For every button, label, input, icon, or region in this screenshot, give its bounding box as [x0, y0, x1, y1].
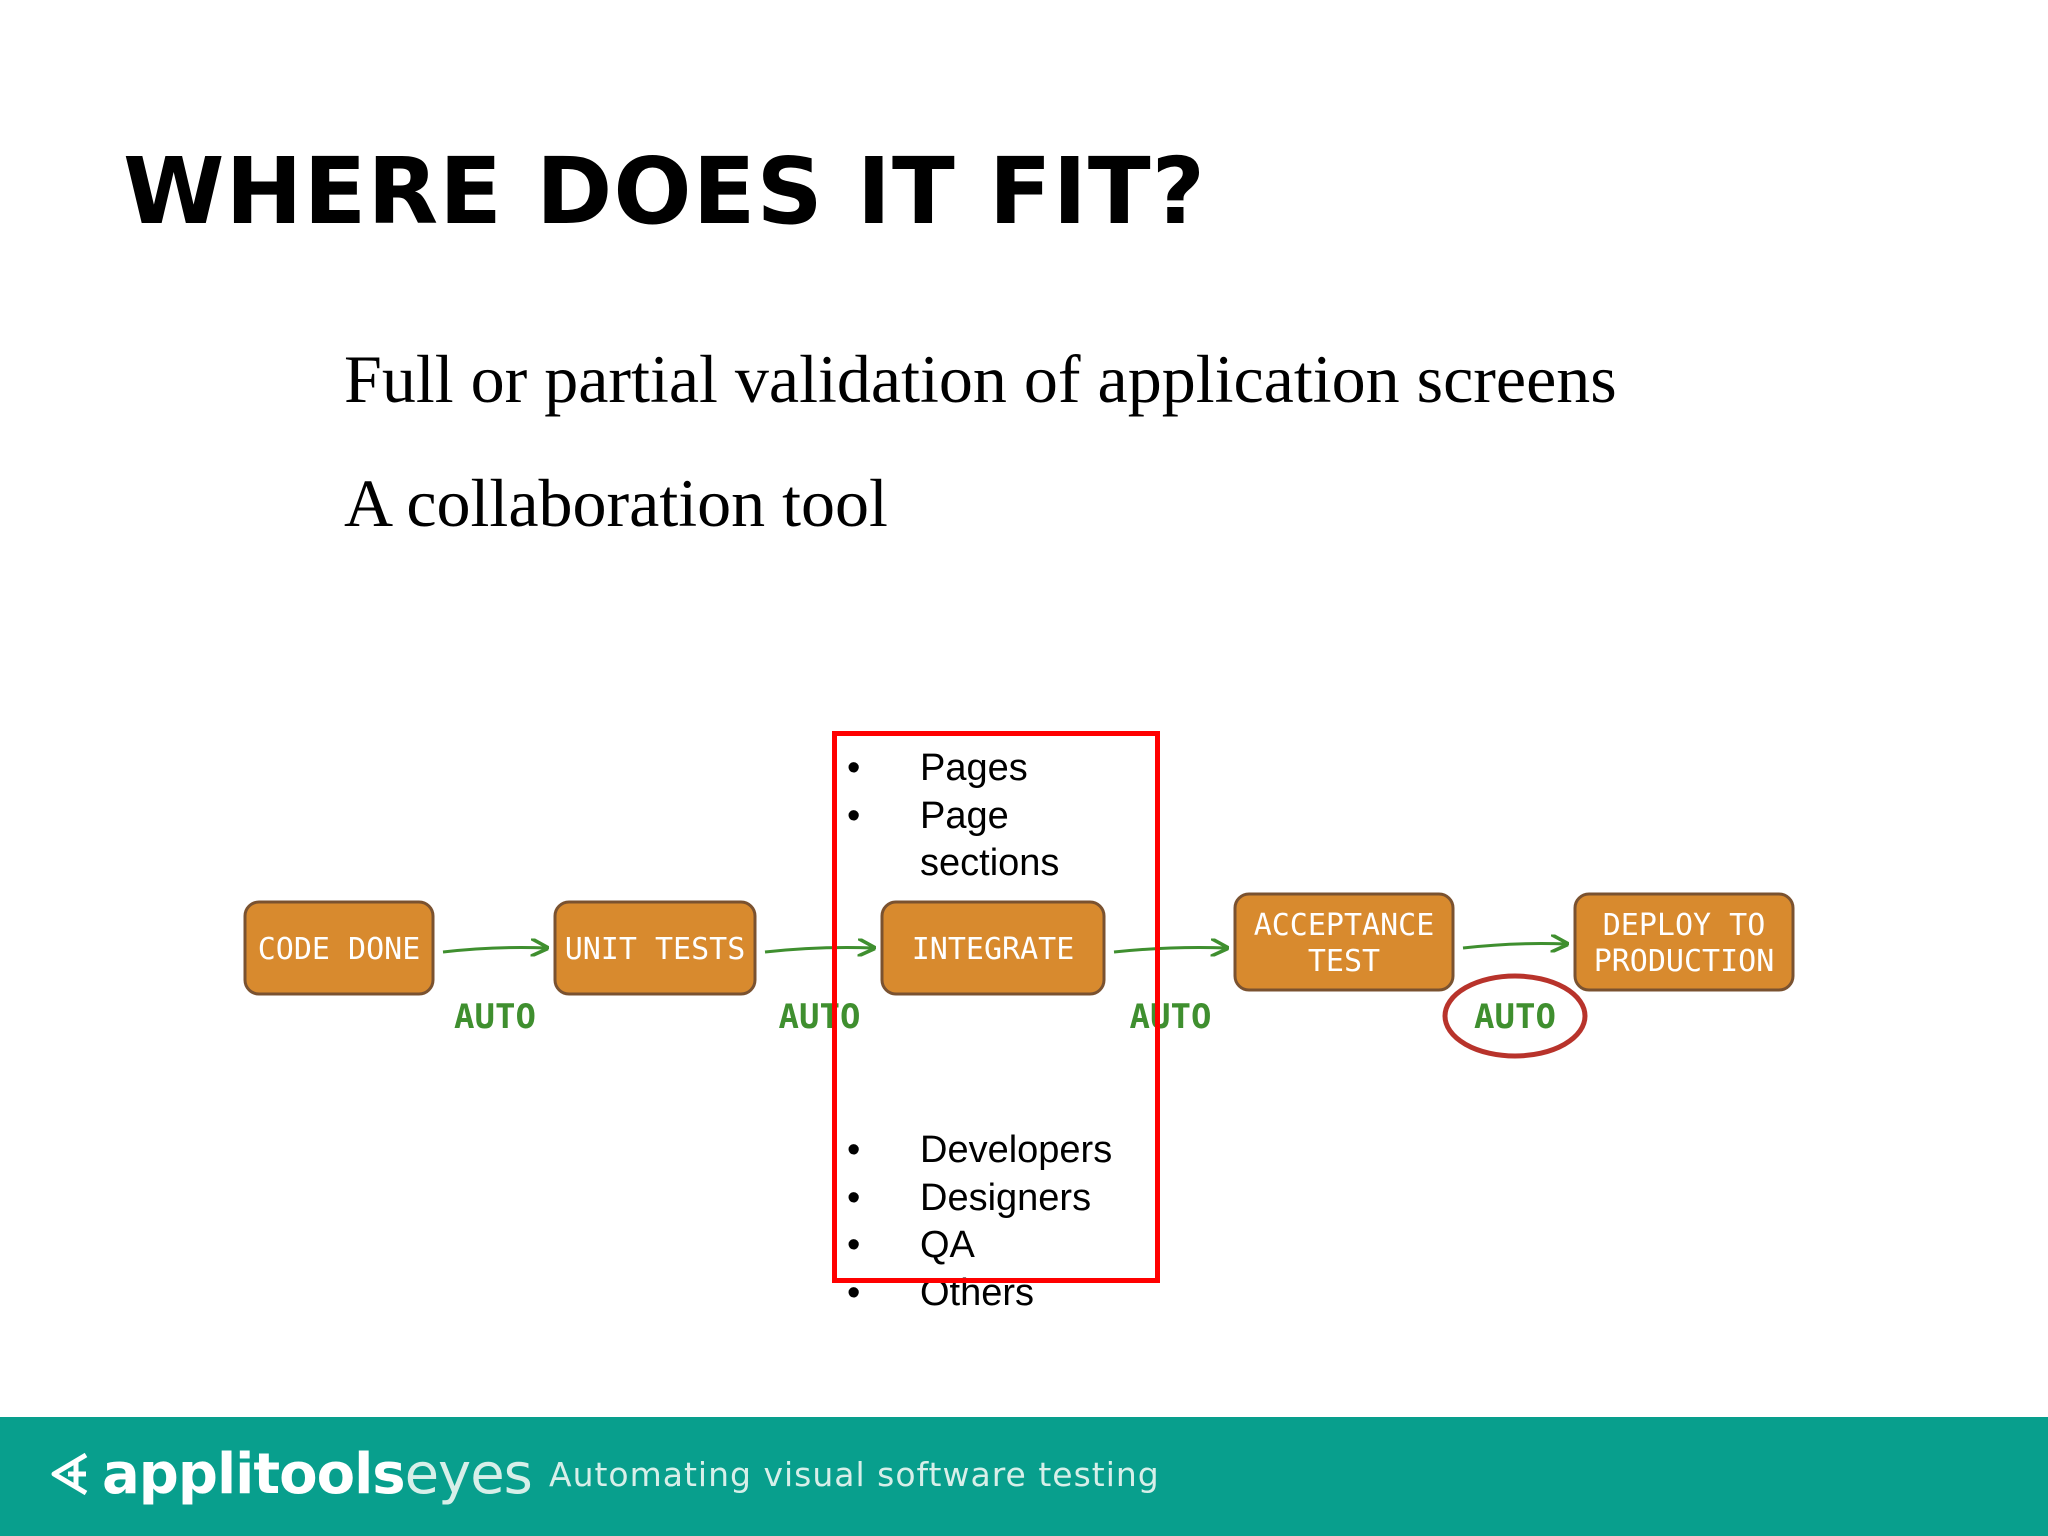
bullet-item-qa: • QA — [847, 1222, 1150, 1270]
bullet-item-pages: • Pages — [847, 745, 1150, 793]
pipeline-stage-box — [880, 900, 1106, 996]
pipeline-arrow — [764, 948, 874, 953]
integrate-highlight-box — [832, 731, 1160, 1283]
pipeline-stage: INTEGRATE — [880, 900, 1106, 996]
pipeline-stage: UNIT TESTS — [553, 900, 757, 996]
body-line-validation: Full or partial validation of applicatio… — [344, 341, 1617, 417]
body-line-collaboration: A collaboration tool — [344, 465, 888, 541]
pipeline-diagram: CODE DONE UNIT TESTS INTEGRATE ACCEPTANCETE… — [243, 892, 1795, 1059]
bullet-dot-icon: • — [847, 794, 861, 837]
pipeline-stage-box — [553, 900, 757, 996]
bullet-dot-icon: • — [847, 1224, 861, 1266]
auto-transition-label: AUTO — [1474, 997, 1556, 1037]
pipeline-stage: CODE DONE — [243, 900, 435, 996]
bullet-label: Page sections — [920, 794, 1060, 885]
coverage-bullet-list: • Pages • Page sections — [847, 745, 1150, 888]
pipeline-stage-label: TEST — [1308, 944, 1380, 979]
footer-tagline: Automating visual software testing — [549, 1455, 1160, 1494]
bullet-item-page-sections: • Page sections — [847, 793, 1150, 888]
arrow-layer — [442, 944, 1567, 953]
pipeline-stage-label: DEPLOY TO — [1603, 908, 1766, 943]
pipeline-stage-box — [243, 900, 435, 996]
pipeline-stage-label: ACCEPTANCE — [1254, 908, 1435, 943]
bullet-label: Developers — [920, 1129, 1113, 1171]
stage-layer: CODE DONE UNIT TESTS INTEGRATE ACCEPTANCETE… — [243, 892, 1795, 996]
bullet-item-developers: • Developers — [847, 1127, 1150, 1175]
auto-label-layer: AUTO AUTO AUTO AUTO — [454, 973, 1588, 1059]
pipeline-stage-box — [1573, 892, 1795, 992]
bullet-dot-icon: • — [847, 747, 861, 789]
bullet-dot-icon: • — [847, 1129, 861, 1171]
pipeline-arrow — [1113, 948, 1227, 953]
pipeline-stage-box — [1233, 892, 1455, 992]
slide-title: WHERE DOES IT FIT? — [123, 138, 1206, 245]
auto-transition-label: AUTO — [1130, 997, 1212, 1037]
pipeline-arrow — [442, 948, 547, 953]
pipeline-arrow — [1462, 944, 1567, 949]
applitools-eye-icon — [51, 1452, 88, 1496]
brand-name-light: eyes — [404, 1441, 533, 1507]
pipeline-stage-label: CODE DONE — [258, 932, 421, 967]
auto-transition-label: AUTO — [454, 997, 536, 1037]
bullet-label: Pages — [920, 747, 1028, 789]
brand-name-bold: applitools — [102, 1441, 406, 1507]
bullet-item-designers: • Designers — [847, 1175, 1150, 1223]
bullet-label: QA — [920, 1224, 975, 1266]
bullet-dot-icon: • — [847, 1176, 861, 1219]
auto-highlight-circle — [1442, 973, 1588, 1059]
bullet-label: Designers — [920, 1176, 1092, 1219]
auto-transition-label: AUTO — [779, 997, 861, 1037]
pipeline-stage-label: PRODUCTION — [1594, 944, 1775, 979]
pipeline-stage-label: INTEGRATE — [912, 932, 1075, 967]
pipeline-stage-label: UNIT TESTS — [565, 932, 746, 967]
